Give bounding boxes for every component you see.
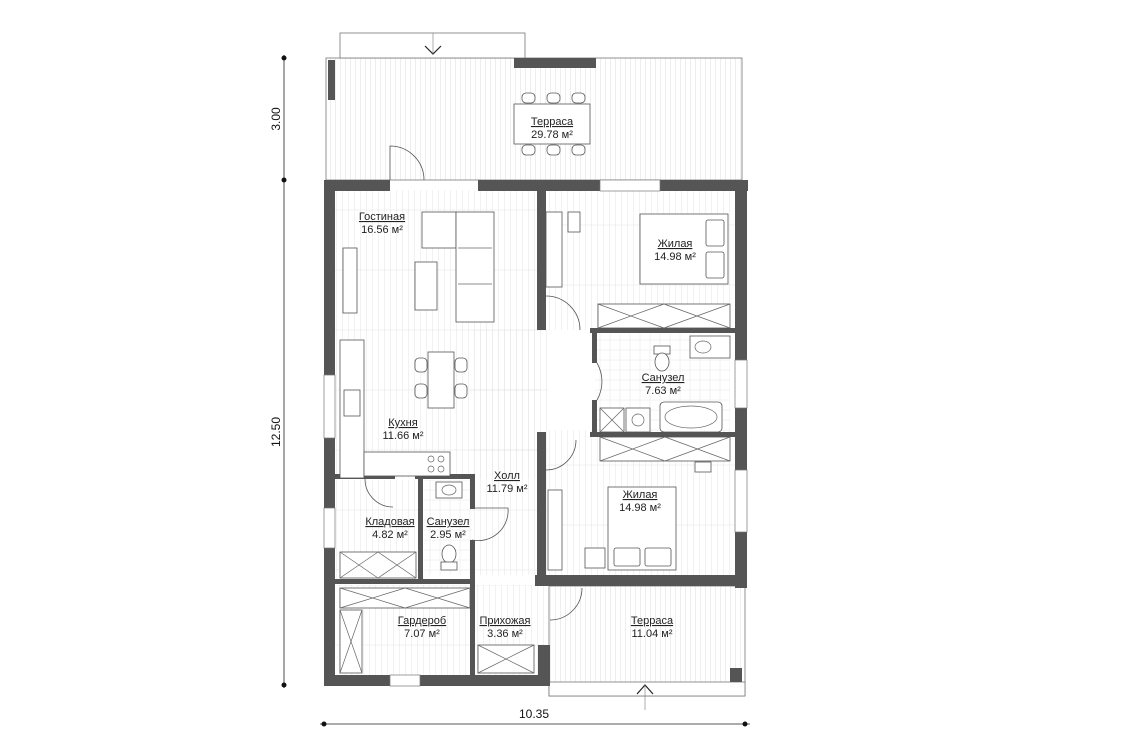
room-label-living-room: Гостиная 16.56 м²	[359, 211, 405, 236]
entry-arrows	[424, 33, 654, 710]
svg-text:3.36 м²: 3.36 м²	[487, 628, 523, 640]
svg-text:Терраса: Терраса	[631, 615, 674, 627]
exterior-walls	[324, 180, 748, 686]
terrace-chairs	[521, 92, 586, 156]
svg-text:7.07 м²: 7.07 м²	[404, 628, 440, 640]
room-label-bedroom-top: Жилая 14.98 м²	[654, 238, 696, 263]
svg-text:11.79 м²: 11.79 м²	[487, 483, 528, 495]
svg-text:Холл: Холл	[494, 470, 520, 482]
dim-terrace-depth: 3.00	[269, 107, 283, 131]
svg-text:Санузел: Санузел	[642, 372, 685, 384]
interior-walls	[335, 190, 735, 675]
svg-text:Терраса: Терраса	[531, 116, 574, 128]
svg-text:Кладовая: Кладовая	[365, 516, 414, 528]
room-label-bathroom-small: Санузел 2.95 м²	[427, 516, 470, 541]
windows	[323, 179, 748, 687]
room-label-entrance: Прихожая 3.36 м²	[480, 615, 531, 640]
room-label-hall: Холл 11.79 м²	[487, 470, 528, 495]
room-label-wardrobe: Гардероб 7.07 м²	[398, 615, 446, 640]
svg-text:11.66 м²: 11.66 м²	[383, 430, 424, 442]
svg-text:Жилая: Жилая	[658, 238, 693, 250]
dim-house-length: 12.50	[269, 417, 283, 447]
room-label-bedroom-bottom: Жилая 14.98 м²	[619, 489, 661, 514]
svg-text:14.98 м²: 14.98 м²	[619, 502, 661, 514]
svg-text:Прихожая: Прихожая	[480, 615, 531, 627]
dimension-lines	[281, 55, 750, 727]
room-label-storage: Кладовая 4.82 м²	[365, 516, 414, 541]
terrace-bottom	[548, 585, 746, 697]
dim-house-width: 10.35	[519, 707, 549, 721]
svg-text:29.78 м²: 29.78 м²	[531, 129, 573, 141]
svg-text:Жилая: Жилая	[623, 489, 658, 501]
svg-text:7.63 м²: 7.63 м²	[645, 385, 681, 397]
svg-text:16.56 м²: 16.56 м²	[361, 224, 403, 236]
svg-text:4.82 м²: 4.82 м²	[372, 529, 408, 541]
doors	[364, 145, 603, 621]
svg-text:Кухня: Кухня	[388, 417, 417, 429]
svg-text:14.98 м²: 14.98 м²	[654, 251, 696, 263]
room-label-bathroom-main: Санузел 7.63 м²	[642, 372, 685, 397]
svg-text:2.95 м²: 2.95 м²	[430, 529, 466, 541]
svg-text:Гостиная: Гостиная	[359, 211, 405, 223]
furniture	[339, 92, 731, 674]
svg-text:11.04 м²: 11.04 м²	[632, 628, 673, 640]
svg-text:Санузел: Санузел	[427, 516, 470, 528]
svg-text:Гардероб: Гардероб	[398, 615, 446, 627]
terrace-top	[325, 32, 743, 181]
room-label-kitchen: Кухня 11.66 м²	[383, 417, 424, 442]
room-label-terrace-bottom: Терраса 11.04 м²	[631, 615, 674, 640]
room-label-terrace-top: Терраса 29.78 м²	[531, 116, 574, 141]
